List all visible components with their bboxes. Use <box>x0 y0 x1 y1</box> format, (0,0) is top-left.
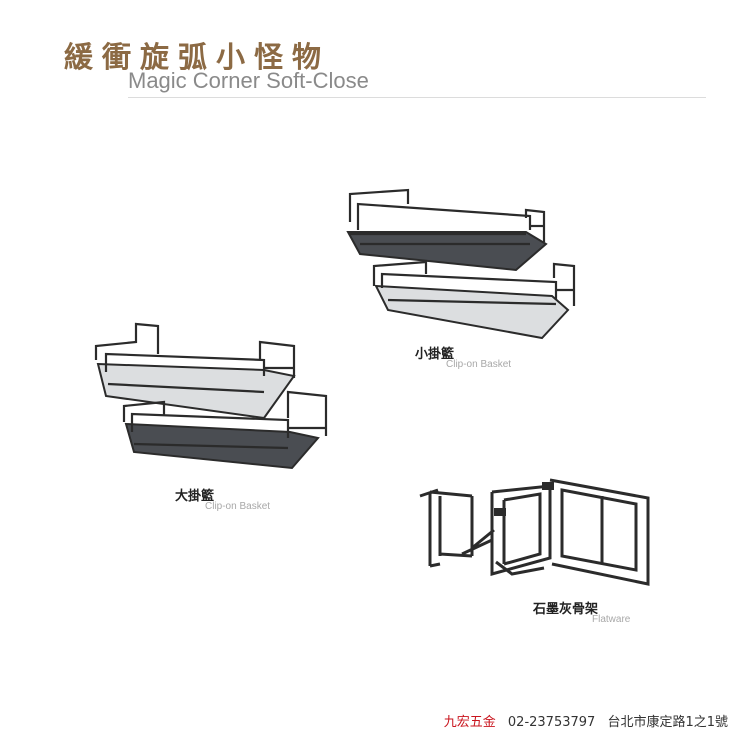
small-basket-bottom-rail <box>372 260 428 286</box>
small-basket-name-en: Clip-on Basket <box>446 359 512 370</box>
large-basket-name: 大掛籃 <box>175 489 215 504</box>
large-basket-top-tray <box>96 362 296 420</box>
frame-name-en: Flatware <box>592 614 631 625</box>
large-basket-bottom-rail <box>122 400 166 422</box>
frame-left-section <box>428 490 473 568</box>
small-basket-bottom-tray <box>374 284 570 340</box>
frame-center-section <box>490 484 552 576</box>
frame-name: 石墨灰骨架 <box>533 602 599 617</box>
large-basket-top-rail <box>94 322 160 360</box>
large-basket-image <box>94 322 328 470</box>
small-basket-top-tray <box>346 231 548 272</box>
small-basket-image <box>346 188 576 340</box>
small-basket-name: 小掛籃 <box>415 347 455 362</box>
page-subtitle: Magic Corner Soft-Close <box>128 68 369 93</box>
small-basket-top-rail <box>348 188 410 222</box>
frame-image <box>419 478 650 586</box>
frame-hinge <box>461 528 495 556</box>
header-divider <box>128 97 706 98</box>
footer-contact: 九宏五金 02-23753797 台北市康定路1之1號 <box>444 711 728 730</box>
frame-right-section <box>549 478 650 586</box>
footer-phone: 02-23753797 <box>507 715 596 730</box>
footer-brand: 九宏五金 <box>443 715 496 730</box>
large-basket-name-en: Clip-on Basket <box>205 501 271 512</box>
page-title: 緩衝旋弧小怪物 <box>64 40 331 74</box>
footer-address: 台北市康定路1之1號 <box>607 715 728 730</box>
